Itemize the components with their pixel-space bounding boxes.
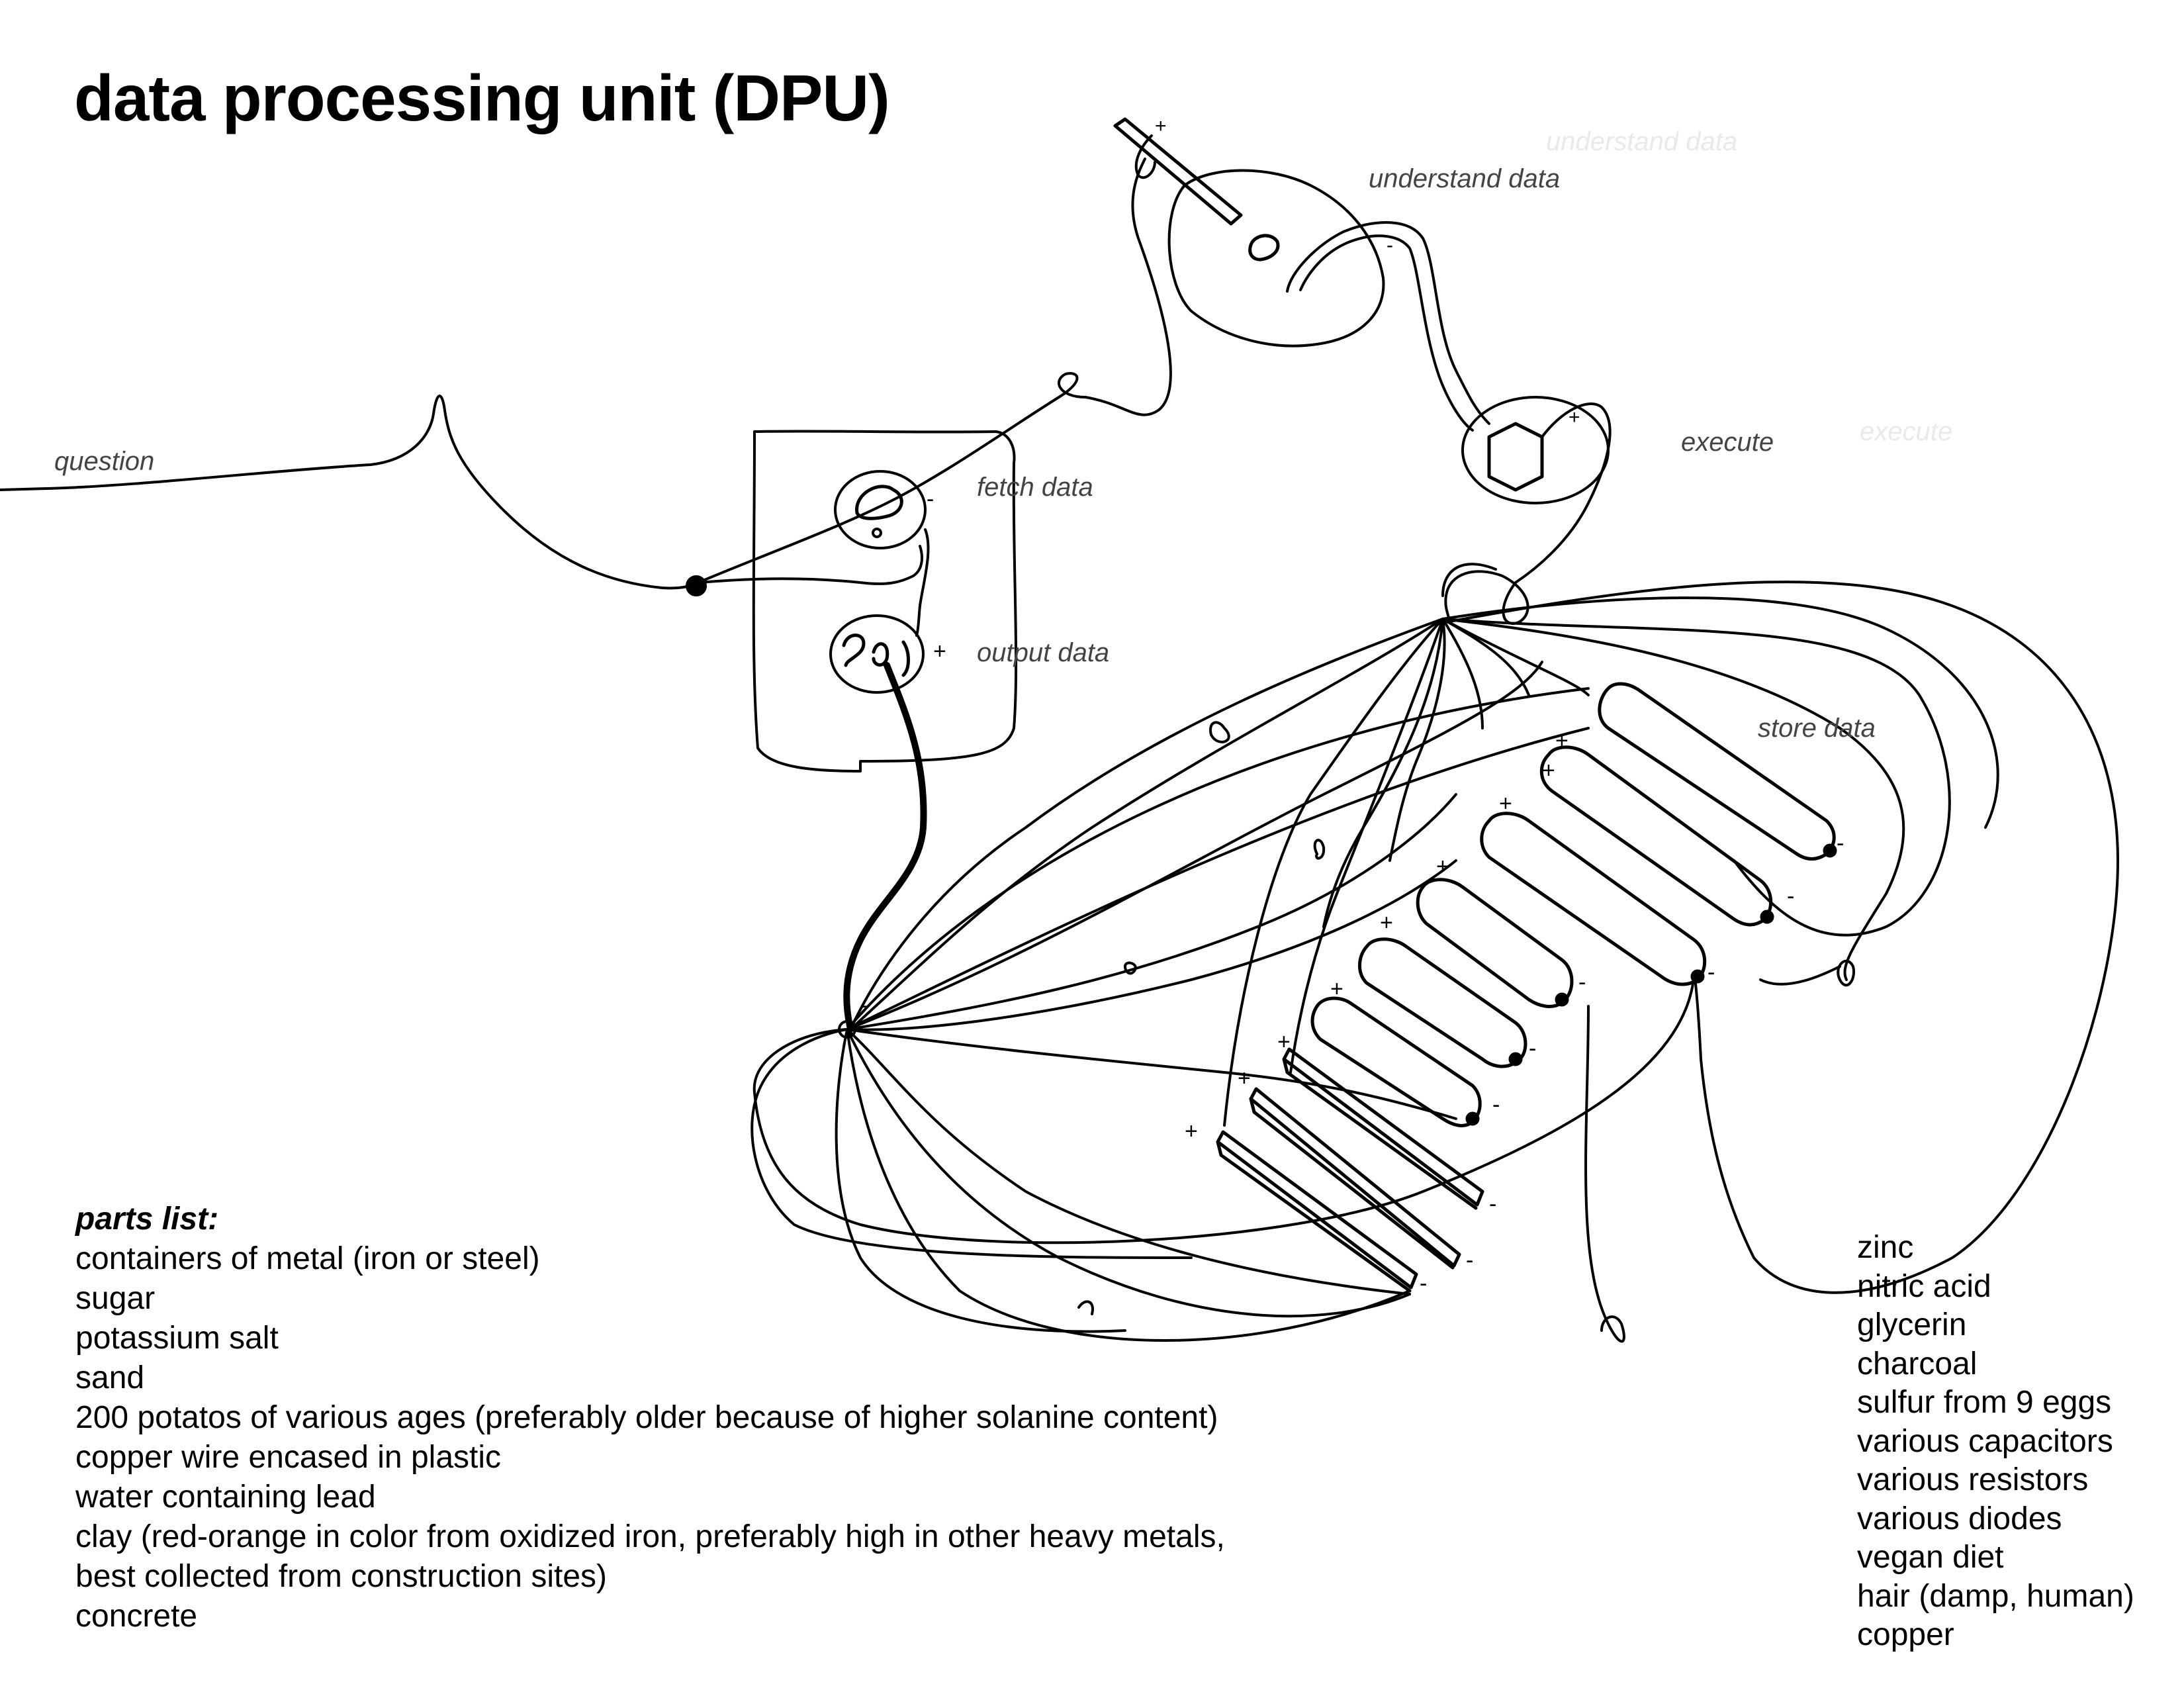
label-store-data: store data — [1758, 714, 1876, 743]
svg-text:+: + — [1380, 910, 1393, 935]
cell-9 — [1218, 1132, 1416, 1291]
svg-text:+: + — [1155, 115, 1167, 137]
parts-item: zinc — [1857, 1230, 1914, 1265]
parts-item: 200 potatos of various ages (preferably … — [75, 1400, 1218, 1435]
parts-item: various capacitors — [1857, 1423, 2113, 1459]
diagram-title: data processing unit (DPU) — [74, 62, 890, 134]
cell-1 — [1600, 684, 1834, 859]
parts-item: sugar — [75, 1281, 156, 1316]
svg-text:-: - — [1420, 1271, 1427, 1296]
output-data-potato — [831, 616, 923, 692]
svg-text:-: - — [1489, 1192, 1496, 1217]
svg-text:-: - — [1466, 1248, 1473, 1273]
svg-text:+: + — [1499, 791, 1512, 816]
svg-text:-: - — [927, 487, 934, 512]
label-fetch-data: fetch data — [977, 473, 1093, 502]
svg-text:+: + — [1330, 976, 1343, 1002]
parts-item: hair (damp, human) — [1857, 1578, 2134, 1614]
fetch-data-potato — [835, 471, 925, 548]
parts-item: glycerin — [1857, 1307, 1967, 1342]
svg-text:+: + — [1542, 758, 1555, 783]
label-execute: execute — [1681, 428, 1774, 457]
parts-item: containers of metal (iron or steel) — [75, 1241, 540, 1276]
parts-item: various diodes — [1857, 1501, 2062, 1536]
svg-text:-: - — [1529, 1036, 1536, 1061]
parts-item: concrete — [75, 1599, 198, 1634]
question-wire — [0, 396, 698, 588]
parts-list-secondary: zinc nitric acid glycerin charcoal sulfu… — [1857, 1229, 2134, 1655]
label-understand-data: understand data — [1369, 164, 1561, 193]
battery-cells — [1218, 684, 1834, 1291]
cell-3 — [1482, 814, 1705, 984]
enclosure-box — [754, 431, 1016, 771]
parts-item: nitric acid — [1857, 1268, 1991, 1304]
svg-text:-: - — [1787, 884, 1794, 909]
svg-text:-: - — [1837, 831, 1844, 856]
label-question: question — [54, 447, 155, 476]
parts-item: water containing lead — [75, 1479, 376, 1515]
understand-data-potato — [1169, 171, 1384, 346]
parts-item: various resistors — [1857, 1462, 2089, 1497]
parts-item: copper wire encased in plastic — [75, 1440, 502, 1475]
label-output-data: output data — [977, 638, 1110, 667]
svg-text:-: - — [1387, 234, 1393, 256]
lower-hub-fan — [752, 662, 1588, 1340]
cell-5 — [1359, 939, 1525, 1066]
svg-text:-: - — [1492, 1092, 1500, 1117]
parts-item: charcoal — [1857, 1346, 1978, 1382]
parts-item: sulfur from 9 eggs — [1857, 1385, 2112, 1420]
parts-item: sand — [75, 1360, 145, 1395]
svg-text:+: + — [1277, 1029, 1291, 1055]
svg-text:-: - — [860, 993, 868, 1018]
parts-item: clay (red-orange in color from oxidized … — [75, 1519, 1225, 1554]
parts-list-heading: parts list: — [75, 1201, 219, 1237]
execute-potato — [1463, 397, 1608, 503]
svg-text:+: + — [1185, 1119, 1198, 1144]
label-execute-faint: execute — [1860, 417, 1953, 446]
svg-text:+: + — [933, 639, 946, 664]
parts-item: vegan diet — [1857, 1540, 2004, 1575]
cell-2 — [1541, 747, 1770, 925]
cell-6 — [1312, 998, 1480, 1125]
svg-text:-: - — [1707, 960, 1715, 985]
parts-item: potassium salt — [75, 1321, 279, 1356]
parts-item: best collected from construction sites) — [75, 1559, 607, 1594]
svg-text:+: + — [1555, 728, 1569, 753]
upper-hub-fan — [850, 598, 1998, 1125]
parts-item: copper — [1857, 1617, 1954, 1652]
probe — [1115, 119, 1241, 224]
svg-text:+: + — [1569, 406, 1580, 428]
svg-text:+: + — [1238, 1066, 1251, 1091]
label-understand-data-faint: understand data — [1546, 127, 1738, 156]
cell-8 — [1251, 1089, 1459, 1268]
thick-lead — [846, 665, 923, 1029]
cell-7 — [1284, 1049, 1482, 1208]
svg-text:-: - — [1578, 970, 1586, 995]
parts-list: parts list: containers of metal (iron or… — [75, 1199, 1225, 1636]
